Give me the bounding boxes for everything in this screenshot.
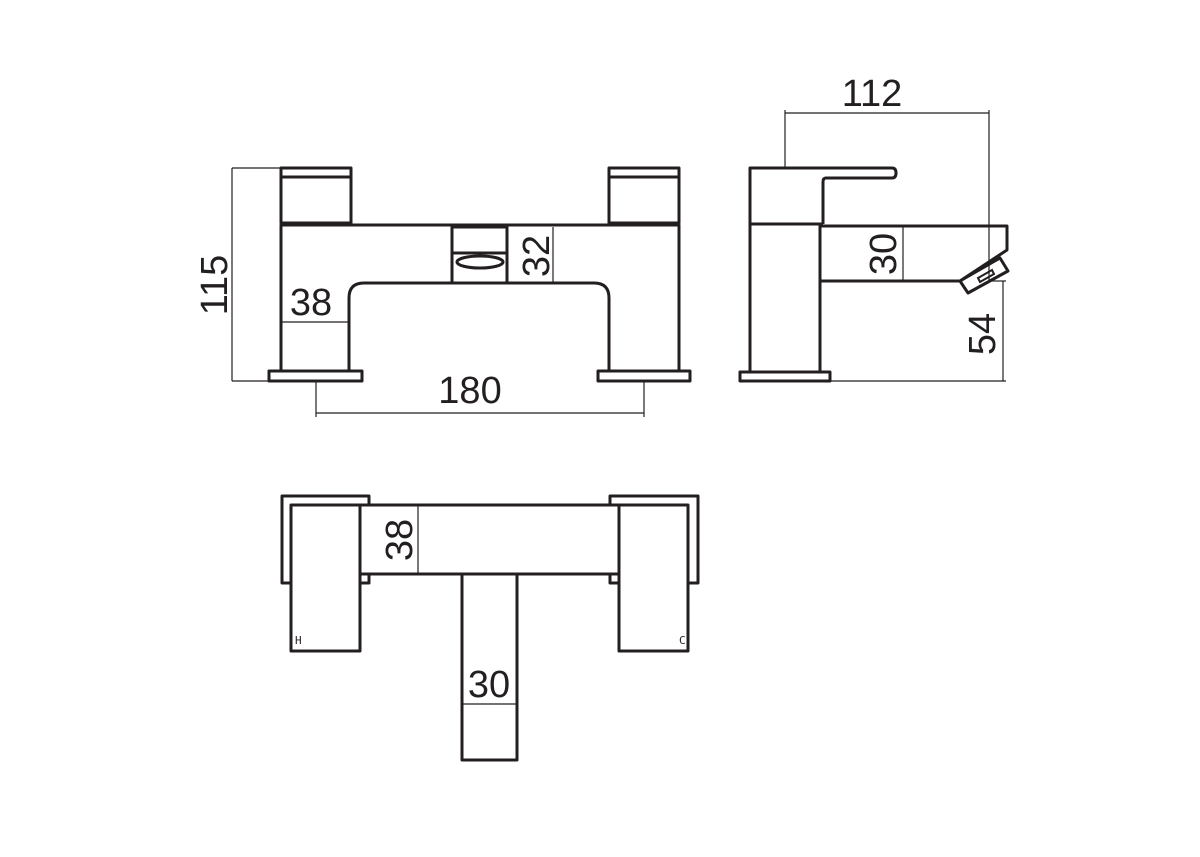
dimension-plan-spout-width: 30 [462, 664, 517, 706]
hot-label: H [295, 634, 302, 647]
diverter [450, 225, 509, 285]
dimension-projection: 112 [784, 73, 990, 280]
dimension-spout-clearance: 54 [830, 280, 1006, 382]
bath-filler-body [279, 223, 681, 373]
right-handle [607, 166, 681, 225]
dimension-spout-height: 30 [863, 226, 905, 281]
lever-handle [748, 166, 898, 224]
dimension-body-depth: 38 [281, 282, 349, 324]
spout [820, 224, 1009, 283]
side-base-plate [738, 370, 832, 383]
cold-handle-plan: C [608, 494, 700, 653]
right-base-plate [596, 369, 692, 383]
dimension-label: 30 [863, 233, 905, 275]
dimension-label: 30 [468, 664, 510, 706]
dimension-centres: 180 [315, 370, 645, 417]
aerator [958, 256, 1010, 295]
side-view: 112 30 54 [738, 73, 1010, 383]
plan-view: H C 38 30 [280, 494, 700, 762]
front-view: 115 38 32 180 [194, 166, 692, 417]
dimension-overall-height: 115 [194, 167, 281, 382]
side-body [748, 224, 822, 374]
dimension-label: 180 [438, 370, 501, 412]
dimension-label: 112 [842, 73, 903, 115]
hot-handle-plan: H [280, 494, 371, 653]
plan-body [358, 503, 621, 576]
dimension-label: 54 [962, 313, 1004, 355]
left-handle [279, 166, 353, 225]
dimension-diverter-height: 32 [516, 227, 558, 283]
dimension-label: 115 [194, 255, 236, 316]
dimension-label: 38 [379, 519, 421, 561]
dimension-label: 38 [290, 282, 332, 324]
cold-label: C [679, 634, 686, 647]
left-base-plate [267, 369, 364, 383]
dimension-plan-body-width: 38 [379, 505, 421, 574]
dimension-label: 32 [516, 235, 558, 277]
plan-spout [460, 574, 519, 762]
